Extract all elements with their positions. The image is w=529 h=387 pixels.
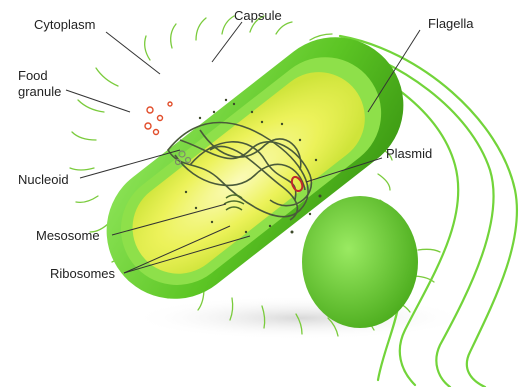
label-nucleoid: Nucleoid [18, 172, 69, 187]
label-mesosome: Mesosome [36, 228, 100, 243]
label-cytoplasm: Cytoplasm [34, 17, 95, 32]
label-capsule: Capsule [234, 8, 282, 23]
leader-food-granule [66, 90, 130, 112]
food-granules [145, 102, 172, 135]
label-plasmid: Plasmid [386, 146, 432, 161]
leader-capsule [212, 22, 242, 62]
label-flagella: Flagella [428, 16, 474, 31]
capsule-end-cap [302, 196, 418, 328]
label-food-granule-line1: Food [18, 68, 48, 83]
label-ribosomes: Ribosomes [50, 266, 116, 281]
label-food-granule-line2: granule [18, 84, 61, 99]
leader-cytoplasm [106, 32, 160, 74]
